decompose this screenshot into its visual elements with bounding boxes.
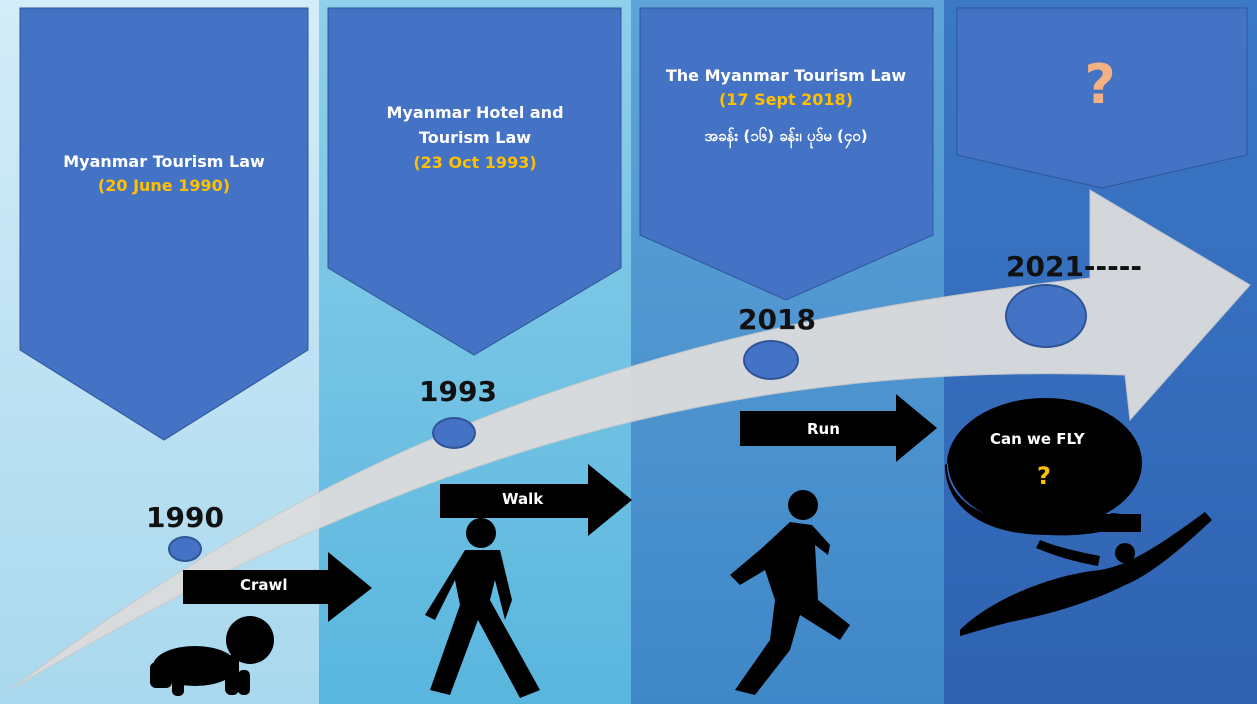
- timeline-dot-2018: [743, 340, 799, 380]
- arrow-crawl: [183, 552, 372, 622]
- banner-1990: [19, 7, 309, 441]
- law-title: Myanmar Tourism Law: [63, 152, 265, 171]
- law-date: (23 Oct 1993): [413, 153, 537, 172]
- banner-question-mark: ?: [1084, 53, 1116, 116]
- law-date: (17 Sept 2018): [718, 90, 854, 109]
- law-title: Myanmar Hotel and Tourism Law: [386, 103, 564, 147]
- speech-bubble-tail: [1085, 514, 1141, 532]
- banner-1993: [327, 7, 622, 356]
- banner-text-1993: Myanmar Hotel and Tourism Law (23 Oct 19…: [345, 100, 605, 175]
- timeline-dot-2021: [1005, 284, 1087, 348]
- action-label-crawl: Crawl: [240, 576, 288, 594]
- banner-text-2018: The Myanmar Tourism Law (17 Sept 2018) အ…: [645, 64, 927, 148]
- banner-text-1990: Myanmar Tourism Law (20 June 1990): [30, 150, 298, 198]
- year-label-1990: 1990: [146, 501, 224, 534]
- year-label-2018: 2018: [738, 303, 816, 336]
- year-label-1993: 1993: [419, 375, 497, 408]
- year-label-2021: 2021-----: [1006, 250, 1143, 283]
- walking-man-icon: [425, 518, 540, 698]
- law-title: The Myanmar Tourism Law: [665, 66, 907, 85]
- banner-2021: [956, 7, 1248, 189]
- bubble-question-mark: ?: [1037, 462, 1051, 490]
- progress-arrow: [9, 189, 1251, 691]
- action-label-walk: Walk: [502, 490, 544, 508]
- bubble-text: Can we FLY: [990, 430, 1085, 448]
- law-chapters: အခန်း (၁၆) ခန်း၊ ပုဒ်မ (၄၀): [704, 127, 868, 145]
- speech-bubble-body: [948, 398, 1142, 528]
- arrow-walk: [440, 464, 632, 536]
- arrow-run: [740, 394, 937, 462]
- law-date: (20 June 1990): [97, 176, 231, 195]
- timeline-dot-1990: [168, 536, 202, 562]
- crawling-baby-icon: [150, 616, 274, 696]
- action-label-run: Run: [807, 420, 840, 438]
- timeline-dot-1993: [432, 417, 476, 449]
- running-man-icon: [730, 490, 850, 695]
- banner-2018: [639, 7, 934, 301]
- flying-person-icon: [960, 512, 1212, 636]
